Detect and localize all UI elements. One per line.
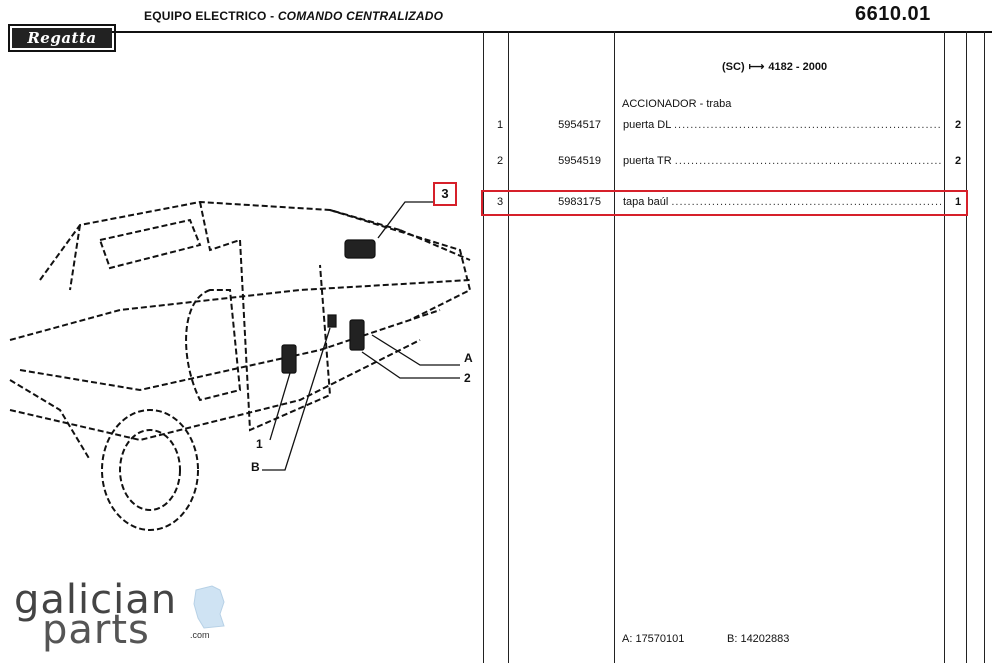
leader-1	[269, 372, 291, 441]
trunk-lid	[329, 209, 472, 321]
windshield-frame	[199, 201, 241, 252]
side-crease	[19, 309, 441, 392]
car-exploded-diagram	[9, 200, 472, 531]
page-code: 6610.01	[855, 3, 931, 25]
windshield	[98, 218, 202, 270]
door-outline	[239, 239, 332, 432]
connector-a	[327, 314, 337, 328]
rocker-line	[9, 339, 421, 442]
header-rule	[112, 31, 992, 33]
row-number: 1	[497, 119, 504, 131]
quantity: 1	[955, 196, 962, 208]
title-sub: COMANDO CENTRALIZADO	[277, 9, 444, 23]
callout-3: 3	[433, 182, 457, 206]
leader-A	[371, 334, 460, 366]
part-number: 5954519	[558, 155, 601, 167]
a-pillar	[69, 224, 81, 291]
row-number: 2	[497, 155, 504, 167]
galicia-map-icon	[193, 585, 225, 629]
wheel-hub	[119, 429, 181, 511]
leader-3	[377, 201, 433, 239]
sc-prefix: (SC)	[722, 61, 745, 73]
table-divider-qty	[966, 31, 967, 663]
table-divider-desc	[944, 31, 945, 663]
table-divider-num	[508, 31, 509, 663]
callout-B: B	[251, 460, 260, 474]
part-number: 5954517	[558, 119, 601, 131]
page-title: EQUIPO ELECTRICO - COMANDO CENTRALIZADO	[144, 9, 443, 23]
front-door-actuator	[281, 344, 297, 374]
logo-line1: galician	[14, 577, 178, 623]
row-number: 3	[497, 196, 504, 208]
group-title: ACCIONADOR - traba	[622, 98, 732, 110]
quantity: 2	[955, 119, 962, 131]
table-border-left	[483, 31, 484, 663]
table-row[interactable]: 1 5954517 puerta DL ....................…	[483, 116, 967, 136]
footer-ref-b: B: 14202883	[727, 633, 790, 645]
front-wheel	[101, 409, 199, 531]
part-number: 5983175	[558, 196, 601, 208]
table-row[interactable]: 2 5954519 puerta TR ....................…	[483, 152, 967, 172]
logo-tld: .com	[190, 630, 210, 640]
title-separator: -	[266, 9, 278, 23]
quantity: 2	[955, 155, 962, 167]
serial-range: (SC)⟼4182 - 2000	[722, 60, 827, 73]
selected-row-highlight	[481, 190, 968, 216]
leader-2	[361, 351, 460, 379]
title-main: EQUIPO ELECTRICO	[144, 9, 267, 23]
part-description: puerta DL ..............................…	[623, 119, 941, 131]
callout-2: 2	[464, 371, 471, 385]
part-description: tapa baúl ..............................…	[623, 196, 941, 208]
part-description: puerta TR ..............................…	[623, 155, 941, 167]
seat-back	[185, 289, 242, 402]
front-fender	[9, 379, 91, 461]
callout-1: 1	[256, 437, 263, 451]
leader-B	[262, 327, 331, 471]
footer-ref-a: A: 17570101	[622, 633, 685, 645]
trunk-edge	[399, 229, 471, 261]
brand-name: Regatta	[12, 28, 112, 48]
table-divider-part	[614, 31, 615, 663]
arrow-icon: ⟼	[748, 61, 765, 73]
table-border-right	[984, 31, 985, 663]
table-row[interactable]: 3 5983175 tapa baúl ....................…	[483, 193, 967, 213]
brand-badge: Regatta	[8, 24, 116, 52]
galicianparts-logo: galician parts .com	[14, 577, 225, 653]
sc-range: 4182 - 2000	[768, 61, 828, 73]
logo-line2: parts	[42, 607, 150, 653]
trunk-actuator	[344, 239, 376, 259]
callout-A: A	[464, 351, 473, 365]
rear-door-actuator	[349, 319, 365, 351]
beltline	[9, 279, 471, 341]
